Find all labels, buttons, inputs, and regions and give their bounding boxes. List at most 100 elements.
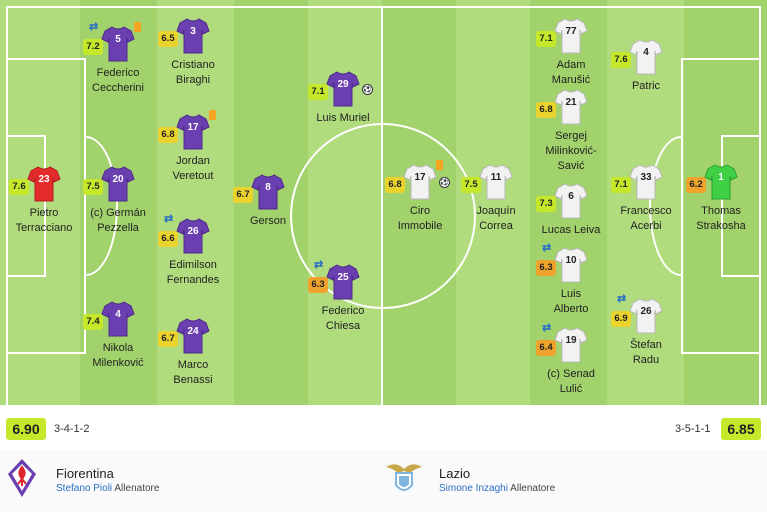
home-coach: Stefano Pioli Allenatore bbox=[56, 483, 159, 494]
yellow-card-icon bbox=[436, 160, 443, 170]
jersey-icon[interactable]: 11 bbox=[479, 163, 513, 201]
player-rating-badge: 7.5 bbox=[461, 177, 481, 193]
jersey-number: 4 bbox=[115, 309, 121, 320]
player-name[interactable]: Edimilson Fernandes bbox=[166, 259, 220, 286]
player-name[interactable]: Federico Ceccherini bbox=[92, 67, 144, 94]
jersey-number: 20 bbox=[112, 174, 124, 185]
jersey-number: 21 bbox=[565, 97, 577, 108]
team-info-footer: Fiorentina Stefano Pioli Allenatore Lazi… bbox=[0, 450, 767, 512]
player-rating-badge: 6.7 bbox=[158, 331, 178, 347]
player-rating-badge: 7.4 bbox=[83, 314, 103, 330]
player-name[interactable]: Nikola Milenković bbox=[92, 342, 144, 369]
player-rating-badge: 7.6 bbox=[9, 179, 29, 195]
goal-ball-icon: ⚽ bbox=[362, 84, 373, 95]
substitution-icon: ⇄ bbox=[314, 259, 324, 271]
player-name[interactable]: Joaquín Correa bbox=[476, 205, 516, 232]
jersey-number: 17 bbox=[414, 172, 426, 183]
player-name[interactable]: Adam Marušić bbox=[551, 59, 591, 86]
player-rating-badge: 6.8 bbox=[385, 177, 405, 193]
player-name[interactable]: Jordan Veretout bbox=[172, 155, 214, 182]
jersey-number: 11 bbox=[490, 172, 502, 183]
jersey-icon[interactable]: 4 bbox=[101, 300, 135, 338]
jersey-number: 26 bbox=[187, 226, 199, 237]
player-name[interactable]: Federico Chiesa bbox=[321, 305, 365, 332]
away-coach-role: Allenatore bbox=[510, 483, 556, 494]
jersey-icon[interactable]: 5 bbox=[101, 25, 135, 63]
player-rating-badge: 7.6 bbox=[611, 52, 631, 68]
player-name[interactable]: Patric bbox=[631, 80, 661, 92]
substitution-icon: ⇄ bbox=[542, 242, 552, 254]
player-name[interactable]: Pietro Terracciano bbox=[15, 207, 73, 234]
home-coach-role: Allenatore bbox=[114, 483, 160, 494]
jersey-icon[interactable]: 17 bbox=[403, 163, 437, 201]
player-rating-badge: 7.1 bbox=[308, 84, 328, 100]
jersey-number: 26 bbox=[640, 306, 652, 317]
player-name[interactable]: (c) Senad Lulić bbox=[547, 368, 595, 395]
player-name[interactable]: Lucas Leiva bbox=[541, 224, 601, 236]
player-rating-badge: 7.1 bbox=[611, 177, 631, 193]
player-name[interactable]: Ciro Immobile bbox=[397, 205, 443, 232]
jersey-icon[interactable]: 1 bbox=[704, 163, 738, 201]
player-rating-badge: 6.6 bbox=[158, 231, 178, 247]
jersey-icon[interactable]: 3 bbox=[176, 17, 210, 55]
home-average-rating: 6.90 bbox=[6, 418, 46, 440]
jersey-icon[interactable]: 17 bbox=[176, 113, 210, 151]
jersey-icon[interactable]: 23 bbox=[27, 165, 61, 203]
jersey-icon[interactable]: 77 bbox=[554, 17, 588, 55]
player-rating-badge: 6.9 bbox=[611, 311, 631, 327]
jersey-icon[interactable]: 29 bbox=[326, 70, 360, 108]
player-name[interactable]: Luis Muriel bbox=[316, 112, 370, 124]
lazio-logo-icon[interactable] bbox=[384, 459, 424, 499]
player-name[interactable]: Luis Alberto bbox=[553, 288, 589, 315]
jersey-number: 19 bbox=[565, 335, 577, 346]
player-rating-badge: 6.2 bbox=[686, 177, 706, 193]
yellow-card-icon bbox=[209, 110, 216, 120]
player-rating-badge: 6.8 bbox=[158, 127, 178, 143]
player-rating-badge: 6.4 bbox=[536, 340, 556, 356]
jersey-number: 10 bbox=[565, 255, 577, 266]
home-formation: 3-4-1-2 bbox=[54, 423, 90, 435]
jersey-number: 17 bbox=[187, 122, 199, 133]
player-rating-badge: 6.8 bbox=[536, 102, 556, 118]
jersey-number: 4 bbox=[643, 47, 649, 58]
jersey-number: 23 bbox=[38, 174, 50, 185]
player-name[interactable]: (c) Germán Pezzella bbox=[90, 207, 146, 234]
jersey-icon[interactable]: 26 bbox=[176, 217, 210, 255]
player-rating-badge: 7.5 bbox=[83, 179, 103, 195]
player-name[interactable]: Marco Benassi bbox=[173, 359, 213, 386]
player-name[interactable]: Thomas Strakosha bbox=[696, 205, 746, 232]
jersey-icon[interactable]: 21 bbox=[554, 88, 588, 126]
jersey-icon[interactable]: 24 bbox=[176, 317, 210, 355]
jersey-number: 29 bbox=[337, 79, 349, 90]
home-team-name[interactable]: Fiorentina bbox=[56, 466, 114, 481]
jersey-icon[interactable]: 19 bbox=[554, 326, 588, 364]
jersey-icon[interactable]: 4 bbox=[629, 38, 663, 76]
jersey-number: 25 bbox=[337, 272, 349, 283]
jersey-icon[interactable]: 8 bbox=[251, 173, 285, 211]
player-name[interactable]: Sergej Milinković- Savić bbox=[545, 130, 597, 172]
fiorentina-logo-icon[interactable] bbox=[6, 458, 38, 498]
jersey-icon[interactable]: 10 bbox=[554, 246, 588, 284]
away-coach-name[interactable]: Simone Inzaghi bbox=[439, 483, 508, 494]
player-name[interactable]: Štefan Radu bbox=[630, 339, 662, 366]
jersey-icon[interactable]: 26 bbox=[629, 297, 663, 335]
away-team-name[interactable]: Lazio bbox=[439, 466, 471, 481]
player-name[interactable]: Francesco Acerbi bbox=[620, 205, 672, 232]
player-rating-badge: 6.5 bbox=[158, 31, 178, 47]
player-rating-badge: 6.3 bbox=[308, 277, 328, 293]
player-name[interactable]: Gerson bbox=[249, 215, 287, 227]
player-rating-badge: 7.3 bbox=[536, 196, 556, 212]
jersey-icon[interactable]: 25 bbox=[326, 263, 360, 301]
jersey-number: 33 bbox=[640, 172, 652, 183]
jersey-icon[interactable]: 6 bbox=[554, 182, 588, 220]
player-name[interactable]: Cristiano Biraghi bbox=[171, 59, 215, 86]
home-coach-name[interactable]: Stefano Pioli bbox=[56, 483, 113, 494]
away-formation: 3-5-1-1 bbox=[675, 423, 711, 435]
substitution-icon: ⇄ bbox=[164, 213, 174, 225]
jersey-number: 1 bbox=[718, 172, 724, 183]
yellow-card-icon bbox=[134, 22, 141, 32]
jersey-icon[interactable]: 20 bbox=[101, 165, 135, 203]
jersey-icon[interactable]: 33 bbox=[629, 163, 663, 201]
jersey-number: 8 bbox=[265, 182, 271, 193]
player-rating-badge: 7.1 bbox=[536, 31, 556, 47]
